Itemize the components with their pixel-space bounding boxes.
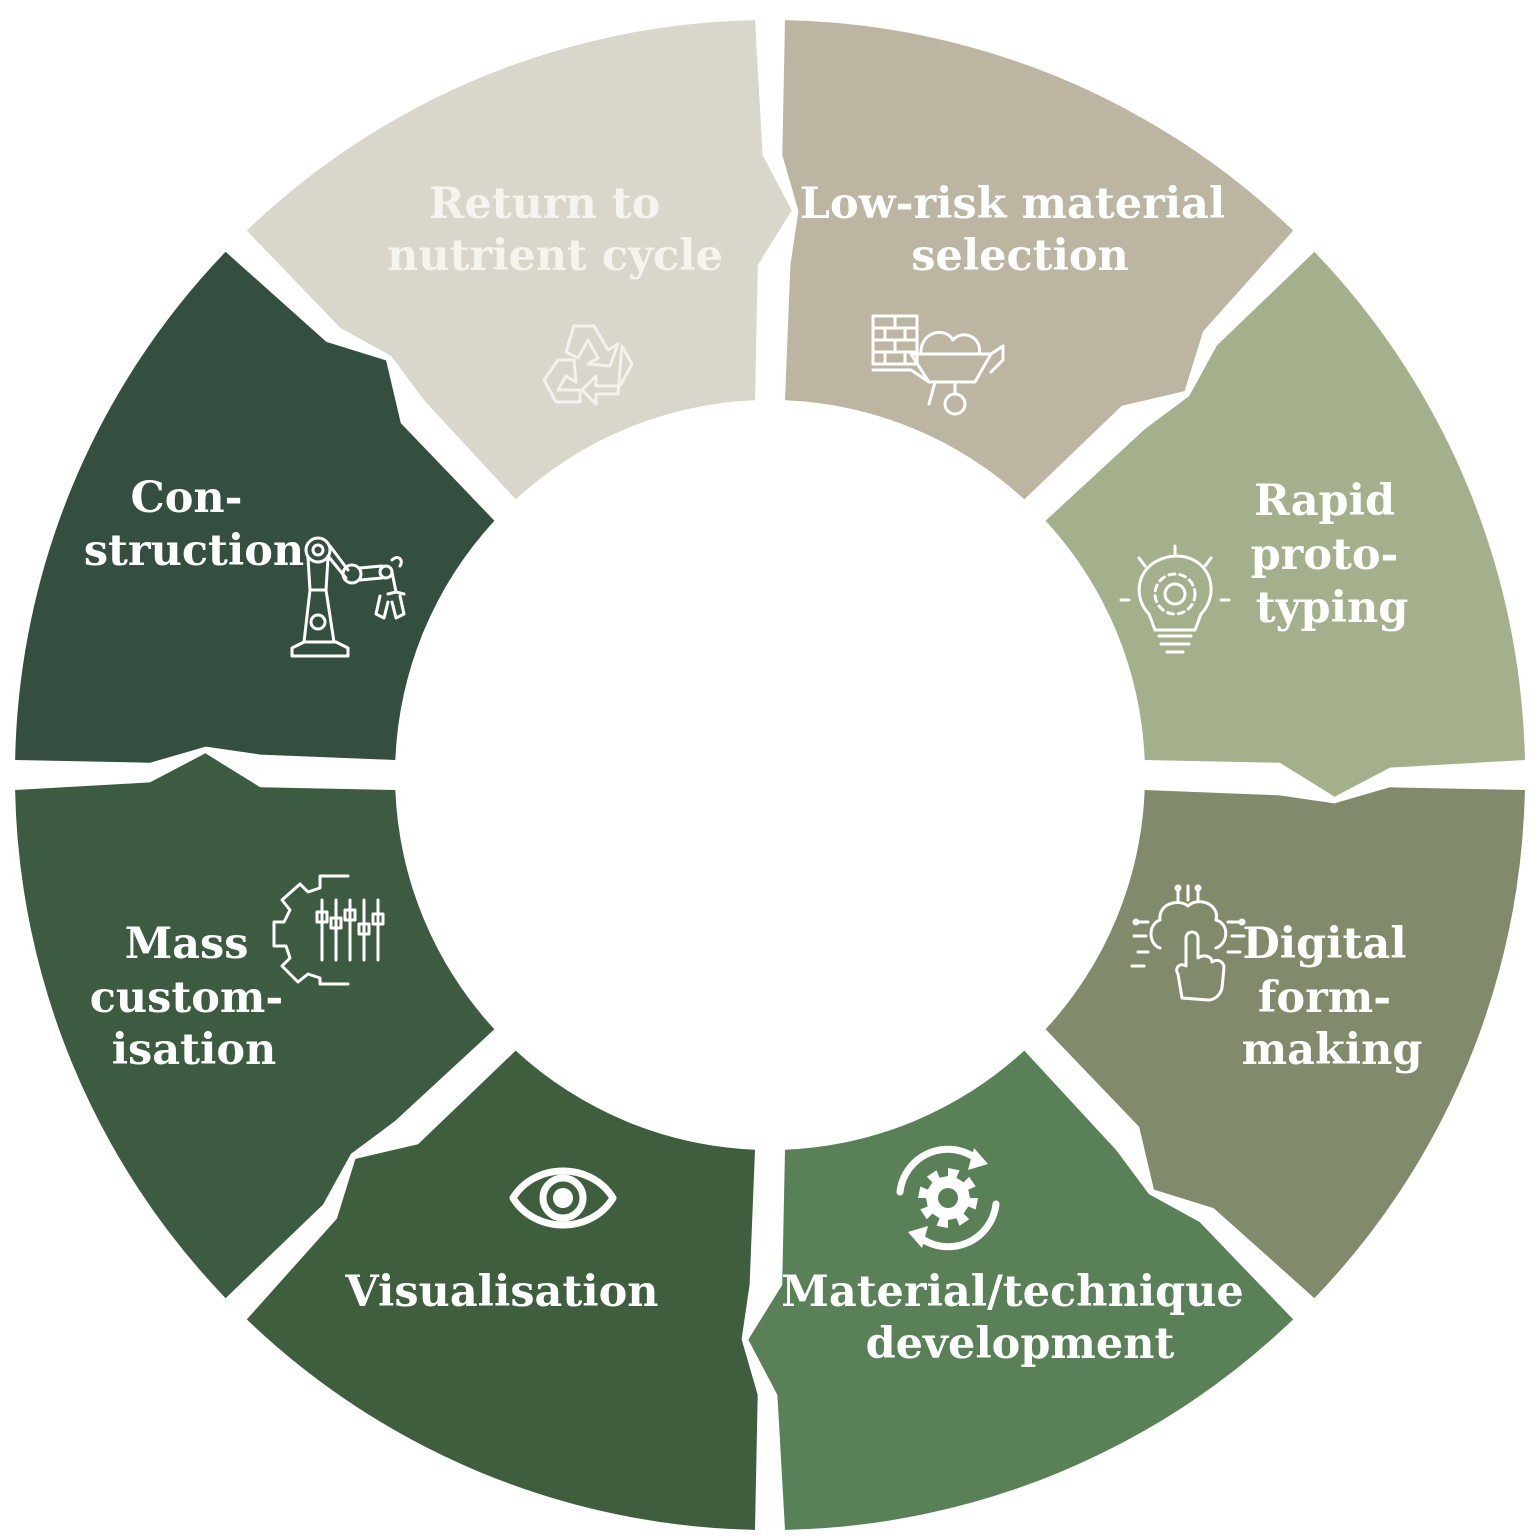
segment-low-risk-material-selection	[782, 20, 1294, 500]
label-line: Digital	[1242, 919, 1406, 969]
brain-hand-icon	[1130, 884, 1246, 1002]
wheelbarrow-bricks-icon	[871, 314, 1005, 416]
label-mass-customisation: Mass custom- isation	[90, 919, 299, 1075]
gear-cycle-icon	[896, 1145, 1000, 1251]
label-material-technique-development: Material/technique development	[781, 1267, 1259, 1369]
segment-mass-customisation	[15, 753, 495, 1299]
label-rapid-prototyping: Rapid proto- typing	[1251, 476, 1414, 633]
label-line: nutrient cycle	[387, 231, 723, 281]
label-line: Material/technique	[781, 1267, 1244, 1317]
segments-layer	[15, 20, 1525, 1530]
lightbulb-gear-icon	[1119, 544, 1231, 654]
robot-arm-icon	[290, 536, 406, 658]
label-line: proto-	[1251, 530, 1399, 580]
label-line: Rapid	[1254, 476, 1395, 526]
recycle-icon	[542, 324, 634, 406]
label-line: struction	[84, 526, 304, 576]
label-line: form-	[1258, 973, 1391, 1023]
eye-icon	[509, 1167, 617, 1229]
label-line: Mass	[125, 919, 249, 969]
label-digital-form-making: Digital form- making	[1242, 919, 1423, 1075]
label-line: Return to	[429, 179, 661, 229]
label-line: selection	[911, 231, 1129, 281]
label-line: Con-	[131, 473, 243, 523]
label-line: Low-risk material	[800, 179, 1226, 229]
icons-layer	[272, 314, 1246, 1251]
label-line: making	[1242, 1025, 1423, 1075]
label-line: typing	[1256, 583, 1409, 633]
label-construction: Con- struction	[84, 473, 304, 576]
label-visualisation: Visualisation	[344, 1267, 658, 1317]
label-low-risk-material-selection: Low-risk material selection	[800, 179, 1241, 281]
label-line: development	[866, 1319, 1175, 1369]
segment-rapid-prototyping	[1045, 251, 1525, 797]
segment-digital-form-making	[1045, 787, 1525, 1299]
gear-shape	[918, 1168, 978, 1228]
gear-sliders-icon	[272, 874, 385, 986]
segment-return-to-nutrient-cycle	[246, 20, 792, 500]
label-line: isation	[112, 1025, 277, 1075]
labels-layer: Return to nutrient cycle Low-risk materi…	[84, 179, 1423, 1369]
label-line: custom-	[90, 973, 284, 1023]
segment-construction	[15, 251, 495, 763]
label-return-to-nutrient-cycle: Return to nutrient cycle	[387, 179, 723, 281]
segment-material-technique-development	[748, 1050, 1294, 1530]
label-line: Visualisation	[344, 1267, 658, 1317]
segment-visualisation	[246, 1050, 758, 1530]
gear-hole	[938, 1188, 958, 1208]
